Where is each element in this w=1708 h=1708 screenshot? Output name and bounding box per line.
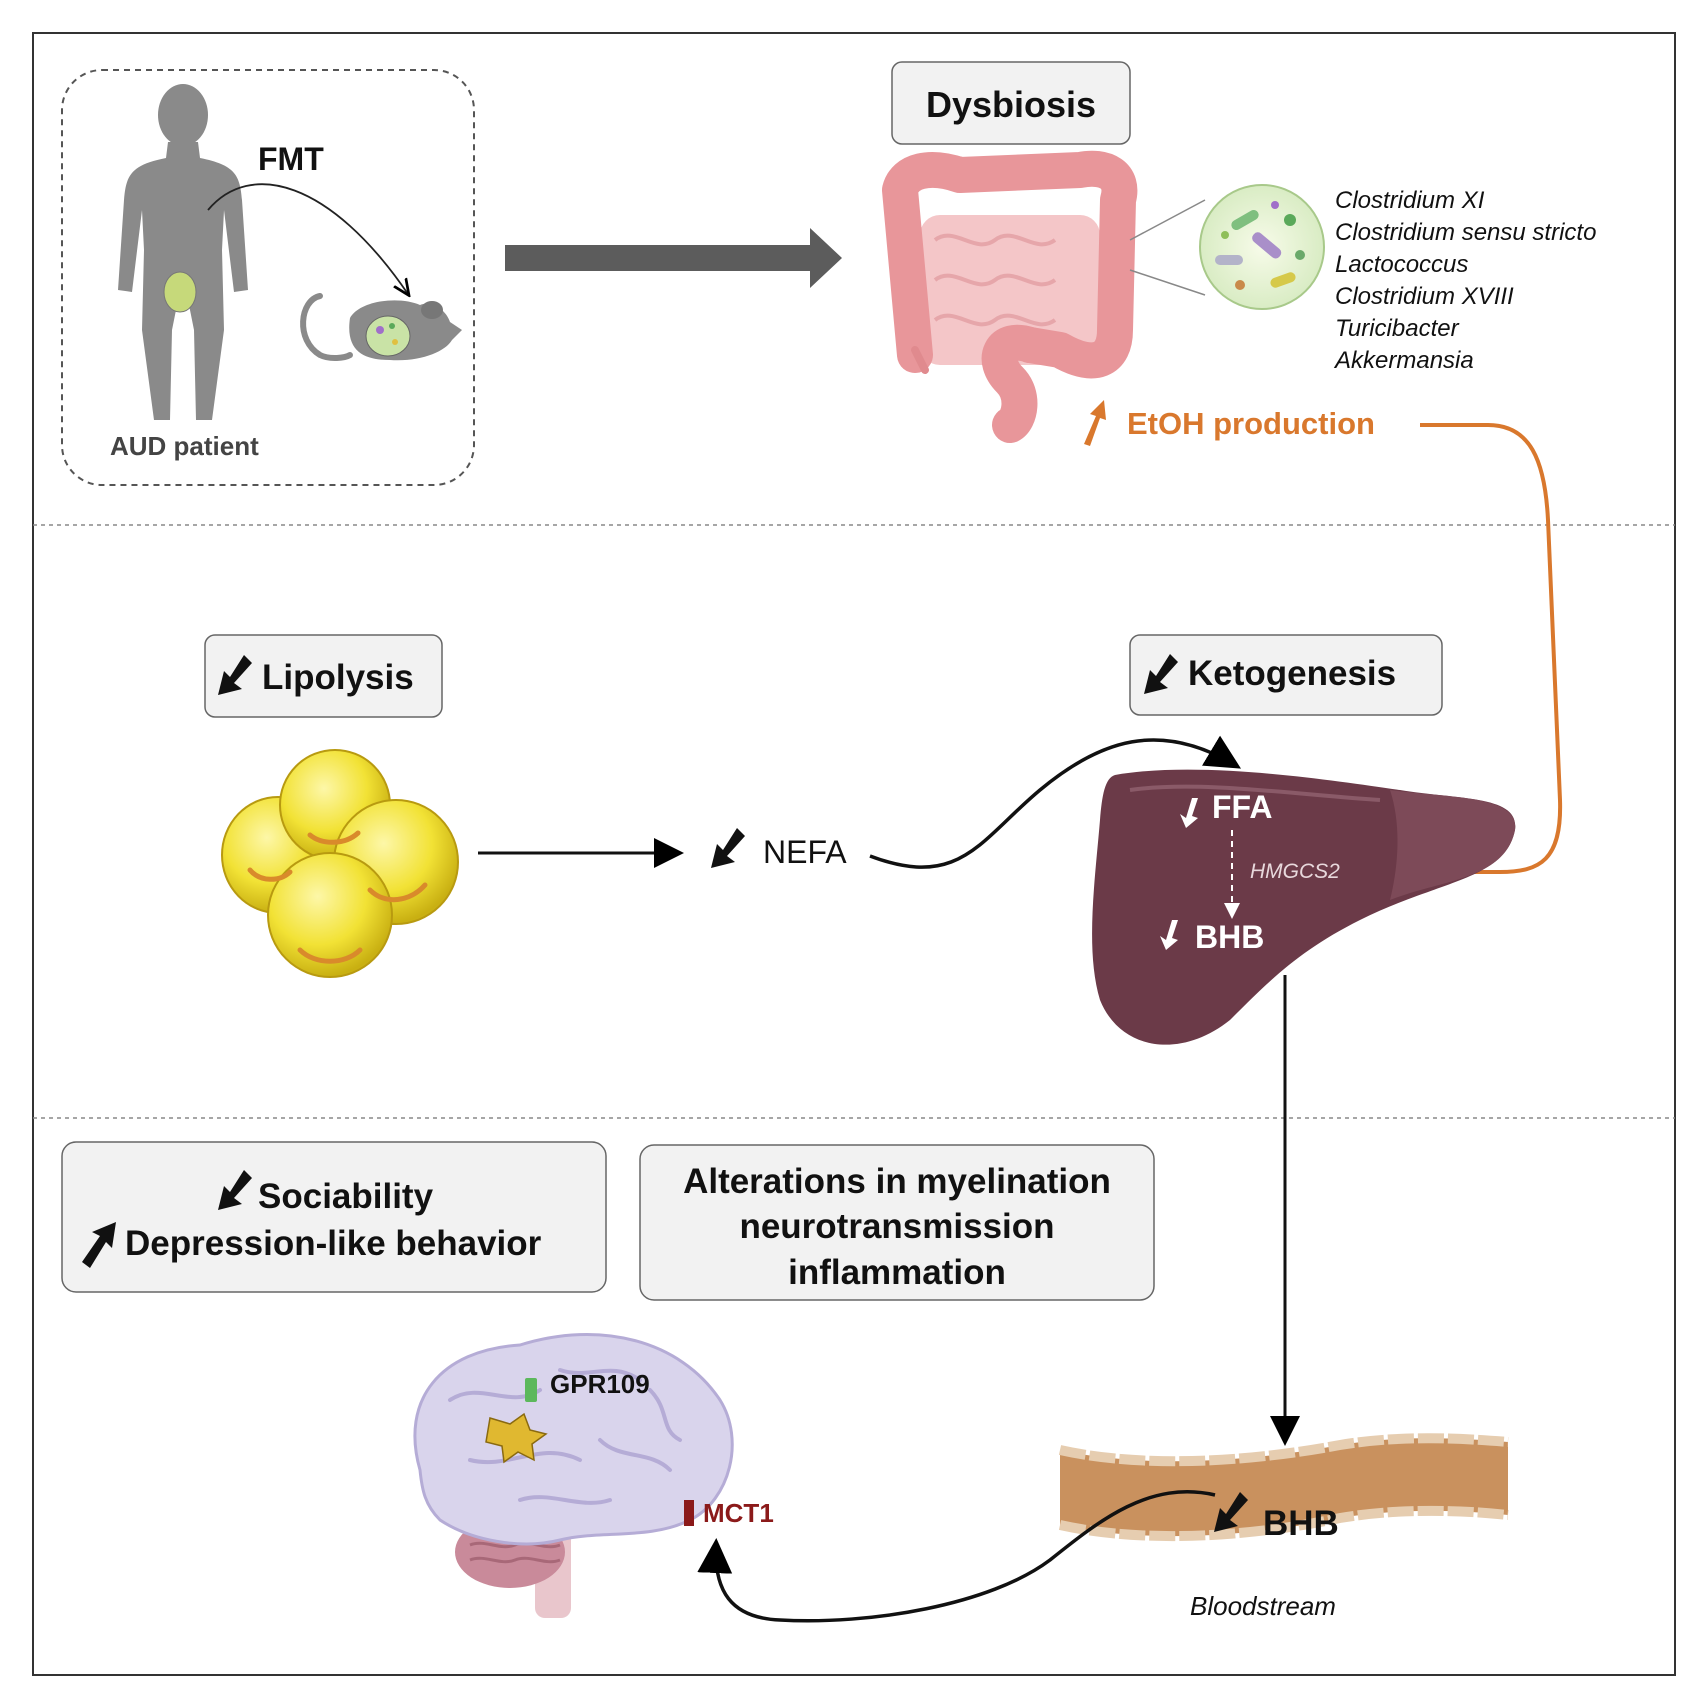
bacteria-item: Clostridium XVIII (1335, 283, 1514, 310)
fat-cells-icon (221, 749, 459, 978)
fmt-dashed-box (61, 69, 475, 486)
fmt-label: FMT (258, 141, 324, 177)
bacteria-item: Clostridium sensu stricto (1335, 219, 1596, 246)
bacteria-item: Lactococcus (1335, 251, 1468, 278)
ffa-label: FFA (1212, 789, 1272, 825)
dysbiosis-box (891, 61, 1131, 145)
ketogenesis-box (1129, 634, 1443, 716)
up-arrow-icon (1084, 400, 1106, 446)
alterations-line: neurotransmission (739, 1207, 1054, 1246)
nefa-to-liver-arrow (869, 735, 1242, 869)
lipolysis-label: Lipolysis (262, 658, 414, 697)
hmgcs2-label: HMGCS2 (1250, 860, 1340, 883)
zoom-line-top (1129, 199, 1206, 241)
mct1-transporter-icon (684, 1500, 694, 1526)
ketogenesis-label: Ketogenesis (1188, 654, 1396, 693)
bacteria-list: Clostridium XI Clostridium sensu stricto… (1333, 187, 1596, 374)
lipolysis-box (204, 634, 443, 718)
etoh-inhibition-line (1360, 423, 1563, 874)
fmt-transfer-arrow (207, 183, 408, 294)
zoom-line-bottom (1129, 269, 1206, 296)
mouse-icon (300, 293, 462, 361)
microbiota-icon (1199, 184, 1325, 310)
alterations-box (639, 1144, 1155, 1301)
gpr109-receptor-icon (525, 1378, 537, 1402)
mct1-label: MCT1 (703, 1498, 774, 1528)
bhb-blood-label: BHB (1263, 1504, 1339, 1543)
bhb-liver-label: BHB (1195, 919, 1264, 955)
bloodstream-label: Bloodstream (1190, 1591, 1336, 1621)
gpr109-label: GPR109 (550, 1369, 650, 1399)
patient-gut-microbiota-icon (163, 271, 197, 313)
depression-label: Depression-like behavior (125, 1224, 542, 1263)
bacteria-item: Akkermansia (1333, 347, 1474, 374)
aud-patient-label: AUD patient (110, 431, 259, 461)
brain-icon (413, 1333, 734, 1618)
blood-to-brain-arrow (697, 1490, 1216, 1623)
fmt-to-dysbiosis-arrow (505, 228, 842, 288)
bacteria-item: Clostridium XI (1335, 187, 1485, 214)
sociability-label: Sociability (258, 1177, 434, 1216)
behavior-box (61, 1141, 607, 1293)
dysbiosis-label: Dysbiosis (926, 84, 1096, 125)
down-arrow-icon (1160, 920, 1178, 950)
blood-vessel-icon (1058, 1433, 1509, 1542)
intestine-icon (882, 150, 1138, 443)
alterations-line: Alterations in myelination (683, 1162, 1111, 1201)
microglia-icon (485, 1412, 548, 1464)
up-arrow-icon (82, 1222, 116, 1268)
liver-icon (1092, 769, 1516, 1045)
alterations-line: inflammation (788, 1253, 1006, 1292)
nefa-label: NEFA (763, 834, 847, 870)
etoh-production-label: EtOH production (1127, 406, 1375, 441)
down-arrow-icon (1180, 798, 1198, 828)
bacteria-item: Turicibacter (1335, 315, 1460, 342)
